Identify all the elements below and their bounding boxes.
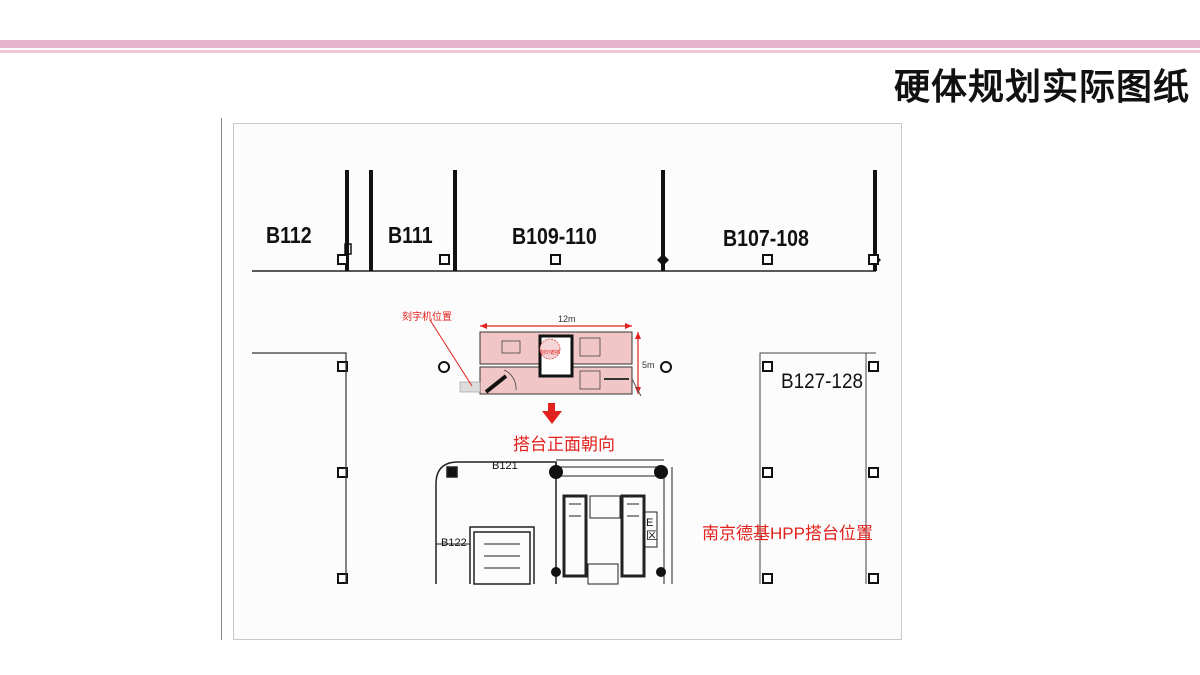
slide-title: 硬体规划实际图纸	[893, 67, 1190, 108]
floor-plan-drawing	[252, 170, 881, 585]
unit-b112: B112	[266, 222, 312, 248]
round-columns	[438, 361, 672, 373]
facing-arrow	[542, 403, 562, 424]
unit-b121: B121	[492, 460, 518, 472]
unit-e-zone: E区	[646, 517, 657, 542]
unit-b107-108: B107-108	[723, 225, 809, 251]
floor-plan: B112 B111 B109-110 B107-108 B127-128 B12…	[233, 123, 902, 640]
right-wall	[759, 352, 876, 584]
frame-divider	[221, 118, 222, 640]
unit-b111: B111	[388, 222, 433, 248]
unit-b109-110: B109-110	[512, 223, 597, 249]
booth	[429, 319, 642, 397]
booth-width-dimension: 12m	[558, 314, 576, 324]
booth-site-label: 南京德基HPP搭台位置	[702, 524, 873, 543]
unit-b127-128: B127-128	[781, 370, 863, 393]
engraver-position-label: 刻字机位置	[402, 312, 452, 323]
columns	[337, 254, 879, 584]
lower-columns	[549, 465, 668, 577]
booth-center-label: 刻印遮挡	[540, 350, 561, 356]
lower-building	[435, 459, 673, 585]
header-band	[0, 40, 1200, 48]
facing-direction-label: 搭台正面朝向	[513, 435, 615, 454]
booth-depth-dimension: 5m	[642, 360, 655, 370]
header-band-thin	[0, 50, 1200, 53]
unit-b122: B122	[441, 537, 467, 549]
left-wall	[252, 352, 347, 584]
